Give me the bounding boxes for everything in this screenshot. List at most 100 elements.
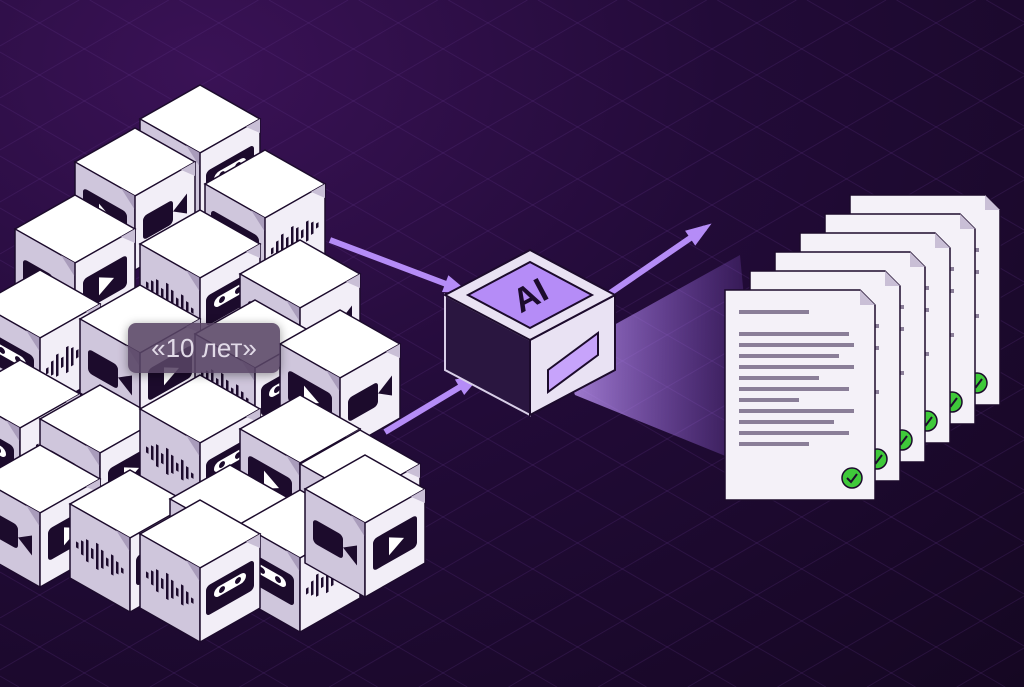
cube-right-face <box>199 532 261 644</box>
wave-bar <box>76 541 79 549</box>
grid-line <box>0 0 170 99</box>
wave-bar <box>106 557 109 567</box>
folded-corner-icon <box>960 214 975 229</box>
folded-corner-icon <box>61 255 75 277</box>
text-line <box>739 376 819 380</box>
media-file-cube <box>303 454 427 599</box>
video-camera-icon <box>348 375 392 421</box>
wave-bar <box>186 591 189 605</box>
video-camera-icon <box>0 510 32 556</box>
wave-bar <box>156 569 159 593</box>
grid-line <box>0 675 20 687</box>
cassette-icon <box>206 561 254 615</box>
text-line <box>739 332 849 336</box>
folded-corner-icon <box>26 330 40 352</box>
wave-bar <box>186 466 189 480</box>
grid-line <box>866 595 1024 687</box>
media-file-stack <box>0 84 427 644</box>
wave-bar <box>311 221 314 235</box>
grid-line <box>777 543 1024 687</box>
wave-bar <box>171 579 174 599</box>
wave-bar <box>91 547 94 560</box>
wave-bar <box>101 549 104 569</box>
wave-bar <box>76 349 79 359</box>
audio-waveform-icon <box>146 569 194 606</box>
folded-corner-icon <box>411 489 425 504</box>
folded-corner-icon <box>186 270 200 292</box>
grid-line <box>956 647 1024 687</box>
folded-corner-icon <box>910 252 925 267</box>
folded-corner-icon <box>246 244 260 259</box>
grid-line <box>0 0 259 151</box>
ai-cube-slot <box>547 331 599 394</box>
folded-corner-icon <box>351 515 365 537</box>
folded-corner-icon <box>286 550 300 572</box>
wave-bar <box>96 542 99 571</box>
text-line <box>739 310 809 314</box>
wave-bar <box>271 247 274 255</box>
folded-corner-icon <box>985 195 1000 210</box>
wave-bar <box>81 540 84 556</box>
video-play-icon <box>373 516 417 570</box>
text-line <box>739 343 854 347</box>
ai-cube-panel <box>465 260 595 330</box>
grid-line <box>716 0 1024 179</box>
video-camera-icon <box>88 350 132 396</box>
wave-bar <box>151 445 154 461</box>
folded-corner-icon <box>406 464 420 479</box>
folded-corner-icon <box>6 420 20 442</box>
folded-corner-icon <box>186 560 200 582</box>
wave-bar <box>301 229 304 239</box>
folded-corner-icon <box>26 505 40 527</box>
folded-corner-icon <box>311 184 325 199</box>
grid-line <box>0 571 199 687</box>
wave-bar <box>86 539 89 563</box>
text-line <box>739 354 839 358</box>
page-sheet <box>724 289 876 501</box>
audio-waveform-icon <box>146 444 194 481</box>
folded-corner-icon <box>935 233 950 248</box>
arrow-line <box>598 225 707 303</box>
wave-bar <box>191 597 194 604</box>
arrow-line <box>328 237 464 293</box>
text-line <box>739 442 809 446</box>
wave-bar <box>166 572 169 601</box>
wave-bar <box>71 347 74 367</box>
grid-line <box>687 491 1024 687</box>
checkmark <box>846 473 858 484</box>
grid-line <box>0 0 80 47</box>
wave-bar <box>161 577 164 590</box>
video-camera-icon <box>313 520 357 566</box>
text-line <box>739 365 854 369</box>
video-play-icon <box>83 256 127 310</box>
folded-corner-icon <box>121 229 135 244</box>
ai-processor-cube: AI <box>442 248 618 417</box>
wave-bar <box>171 454 174 474</box>
text-line <box>739 398 799 402</box>
cassette-icon <box>0 421 14 475</box>
arrowhead-icon <box>685 223 712 246</box>
duration-label: «10 лет» <box>128 323 280 373</box>
folded-corner-icon <box>86 445 100 467</box>
wave-bar <box>316 573 319 597</box>
audio-waveform-icon <box>76 539 124 576</box>
wave-bar <box>176 297 179 307</box>
text-line <box>739 409 854 413</box>
wave-bar <box>176 587 179 597</box>
folded-corner-icon <box>860 290 875 305</box>
wave-bar <box>156 444 159 468</box>
check-icon <box>841 467 863 489</box>
folded-corner-icon <box>116 530 130 552</box>
wave-bar <box>311 580 314 596</box>
wave-bar <box>146 446 149 454</box>
folded-corner-icon <box>181 162 195 177</box>
folded-corner-icon <box>326 370 340 392</box>
light-beam <box>560 255 760 470</box>
wave-bar <box>191 472 194 479</box>
wave-bar <box>316 222 319 229</box>
folded-corner-icon <box>386 344 400 359</box>
folded-corner-icon <box>246 119 260 134</box>
grid-line <box>985 0 1024 23</box>
wave-bar <box>46 367 49 375</box>
